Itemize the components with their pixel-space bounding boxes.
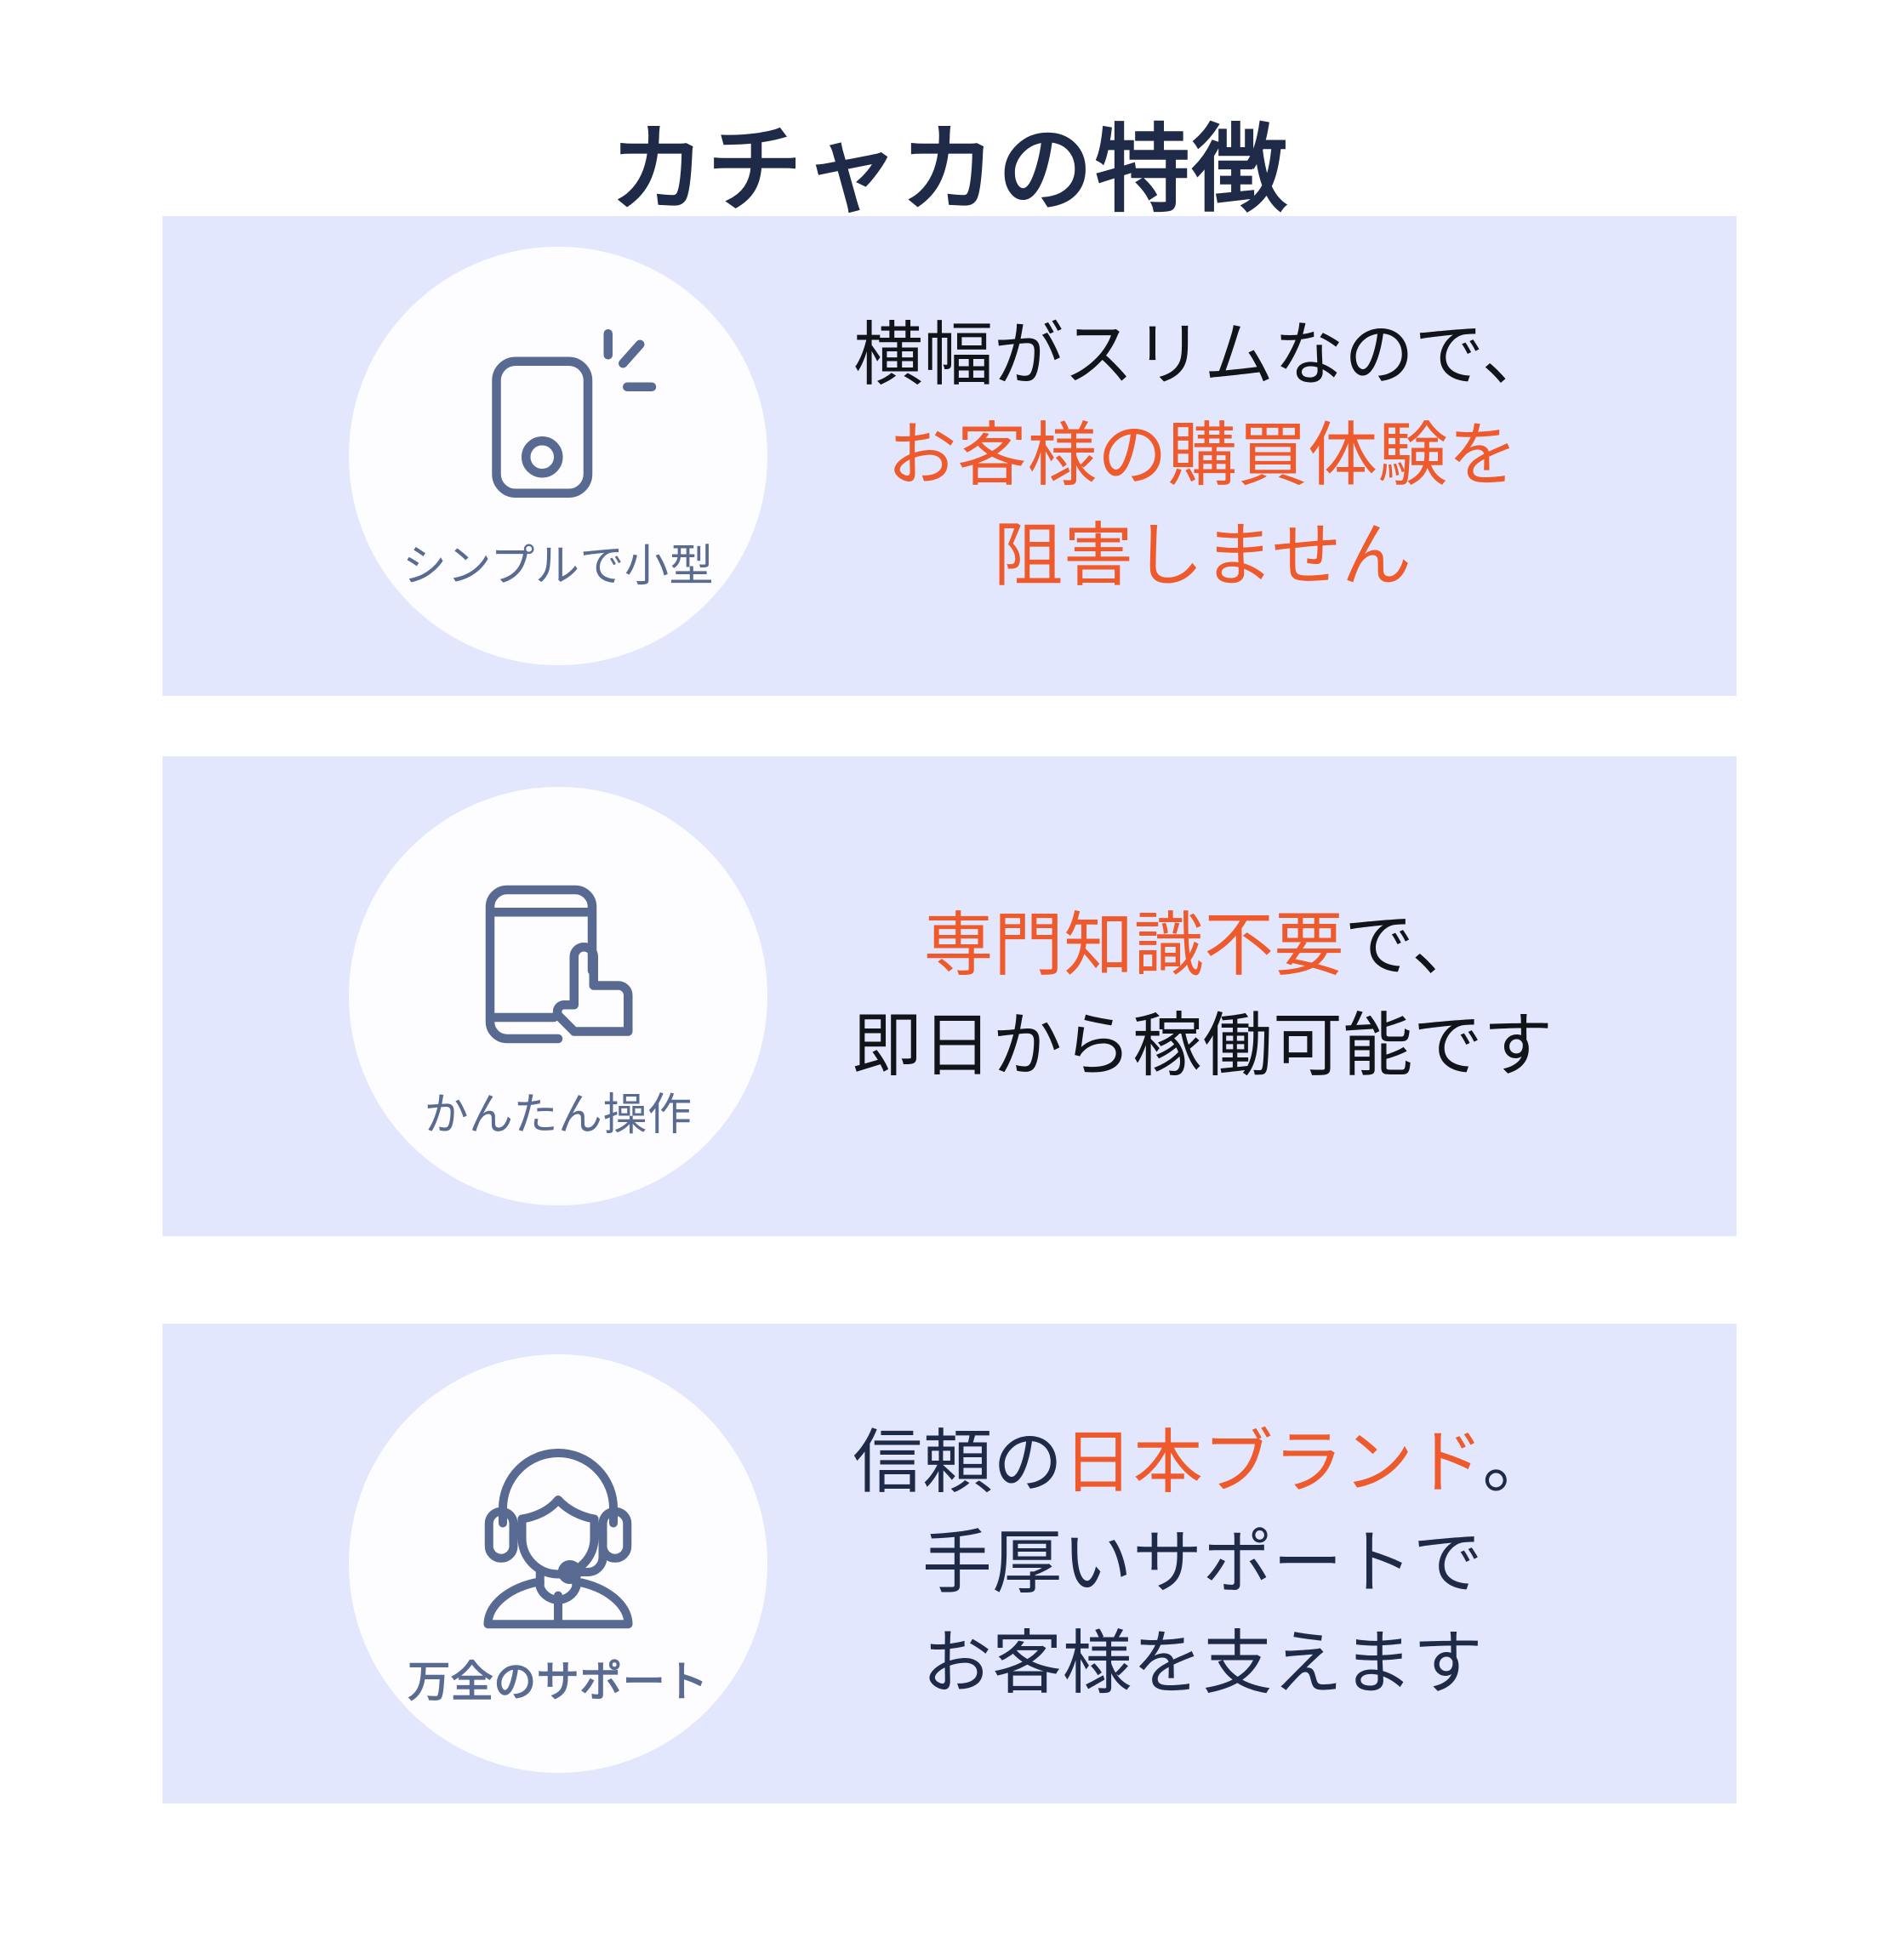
text-segment: お客様の購買体験を xyxy=(887,416,1519,494)
text-segment: 信頼の xyxy=(853,1423,1064,1501)
text-segment: お客様を支えます xyxy=(921,1625,1484,1703)
feature-description-line: お客様の購買体験を xyxy=(818,406,1587,506)
tablet-tap-hand-icon xyxy=(485,885,633,1044)
feature-description: 横幅がスリムなので、 お客様の購買体験を 阻害しません xyxy=(767,305,1736,607)
text-segment: 即日から稼働可能です xyxy=(852,1007,1554,1085)
icon-caption: かんたん操作 xyxy=(424,1091,693,1140)
feature-description-line: 横幅がスリムなので、 xyxy=(818,305,1587,406)
headset-support-agent-icon xyxy=(483,1449,633,1629)
feature-card-simple-compact: シンプルで小型 横幅がスリムなので、 お客様の購買体験を 阻害しません xyxy=(163,216,1736,696)
text-segment: 横幅がスリムなので、 xyxy=(853,316,1552,394)
compact-device-sparkle-icon xyxy=(492,329,657,498)
text-segment: 。 xyxy=(1482,1423,1553,1501)
feature-description-line: お客様を支えます xyxy=(818,1614,1587,1714)
text-segment: で、 xyxy=(1343,906,1482,984)
icon-caption: シンプルで小型 xyxy=(402,542,715,591)
icon-bubble: 万全のサポート xyxy=(349,1354,767,1773)
feature-description-line: 手厚いサポートで xyxy=(818,1513,1587,1614)
feature-card-full-support: 万全のサポート 信頼の日本ブランド。 手厚いサポートで お客様を支えます xyxy=(163,1324,1736,1803)
icon-caption: 万全のサポート xyxy=(408,1658,709,1706)
text-segment: 阻害しません xyxy=(993,517,1412,595)
feature-description-line: 阻害しません xyxy=(818,506,1587,607)
text-segment: 専門知識不要 xyxy=(923,906,1344,984)
feature-description-line: 専門知識不要で、 xyxy=(818,896,1587,996)
text-segment: 手厚いサポートで xyxy=(921,1524,1484,1602)
feature-card-easy-operation: かんたん操作 専門知識不要で、 即日から稼働可能です xyxy=(163,756,1736,1236)
icon-bubble: かんたん操作 xyxy=(349,787,767,1205)
feature-card-list: シンプルで小型 横幅がスリムなので、 お客様の購買体験を 阻害しません xyxy=(163,216,1736,1803)
feature-description-line: 信頼の日本ブランド。 xyxy=(818,1413,1587,1513)
feature-description: 信頼の日本ブランド。 手厚いサポートで お客様を支えます xyxy=(767,1413,1736,1714)
text-segment: 日本ブランド xyxy=(1063,1423,1483,1501)
icon-bubble: シンプルで小型 xyxy=(349,247,767,665)
page-title: カチャカの特徴 xyxy=(609,117,1290,224)
feature-description: 専門知識不要で、 即日から稼働可能です xyxy=(767,896,1736,1097)
feature-description-line: 即日から稼働可能です xyxy=(818,996,1587,1097)
